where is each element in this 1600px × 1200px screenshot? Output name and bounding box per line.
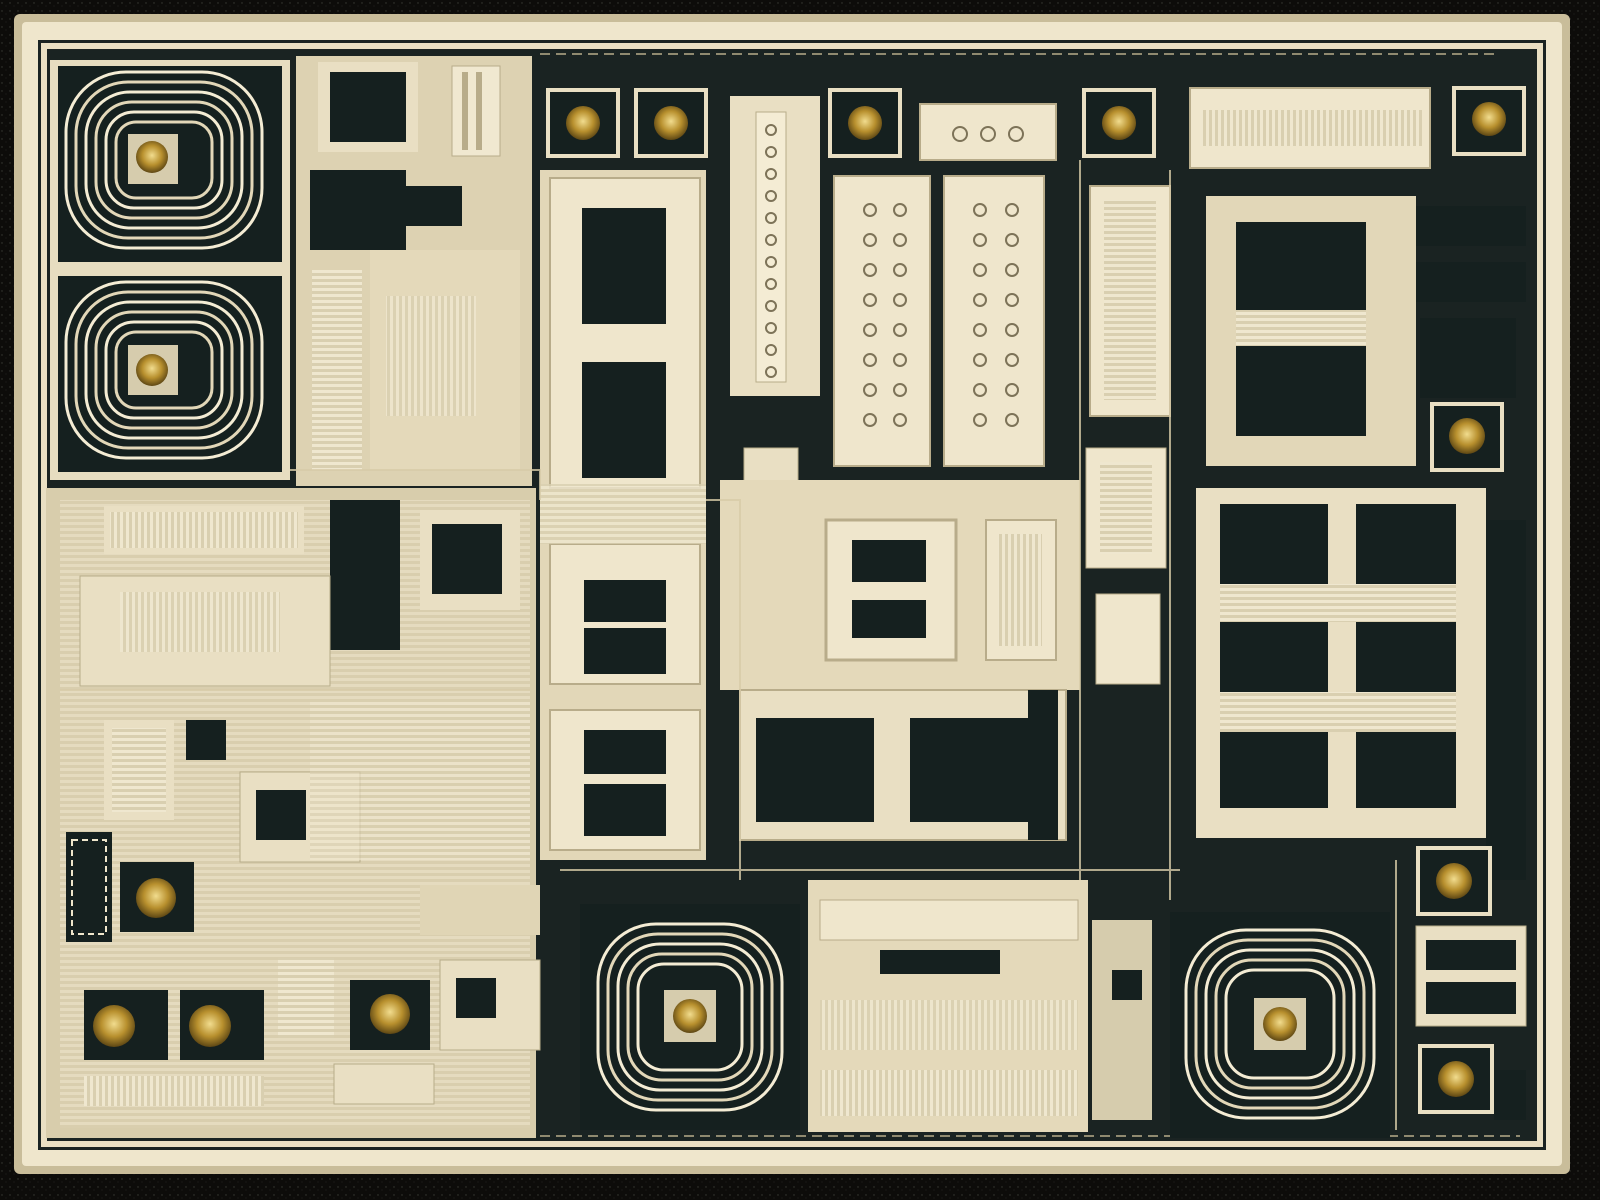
bond-pad-row-top bbox=[546, 86, 1526, 158]
bond-pad bbox=[1449, 418, 1485, 454]
logic-column-upper bbox=[104, 56, 532, 650]
bond-pad bbox=[1436, 863, 1472, 899]
inductor-coil bbox=[64, 70, 264, 250]
bond-pad bbox=[1263, 1007, 1297, 1041]
logic-bottom-center bbox=[808, 880, 1152, 1132]
bond-pad bbox=[654, 106, 688, 140]
bond-pad bbox=[93, 1005, 135, 1047]
bond-pad bbox=[566, 106, 600, 140]
bond-pad bbox=[1438, 1061, 1474, 1097]
bond-pad bbox=[136, 141, 168, 173]
via-column bbox=[765, 124, 777, 378]
metal-traces bbox=[60, 160, 1397, 1130]
inductor-block-bottom-right bbox=[1170, 912, 1390, 1138]
center-mid-structures bbox=[720, 480, 1080, 841]
bond-pad bbox=[189, 1005, 231, 1047]
bond-pad bbox=[370, 994, 410, 1034]
bond-pad bbox=[673, 999, 707, 1033]
bond-pad bbox=[136, 354, 168, 386]
bond-pad bbox=[136, 878, 176, 918]
capacitor-column bbox=[540, 170, 706, 860]
bond-pad-group-bottom-left bbox=[84, 862, 541, 1106]
right-upper-array bbox=[1189, 87, 1526, 472]
logic-cluster-mid bbox=[66, 575, 530, 942]
right-capacitor-grid bbox=[1085, 447, 1526, 880]
transistor-arrays-top bbox=[730, 96, 1171, 549]
bond-pad bbox=[1472, 102, 1506, 136]
bond-pad-group-bottom-right bbox=[1415, 846, 1527, 1120]
bond-pad bbox=[848, 106, 882, 140]
inductor-block-bottom-center bbox=[580, 904, 800, 1130]
bond-pad bbox=[1102, 106, 1136, 140]
inductor-coil bbox=[64, 280, 264, 460]
via-grid bbox=[863, 203, 1019, 427]
inductor-block-left bbox=[50, 60, 290, 480]
